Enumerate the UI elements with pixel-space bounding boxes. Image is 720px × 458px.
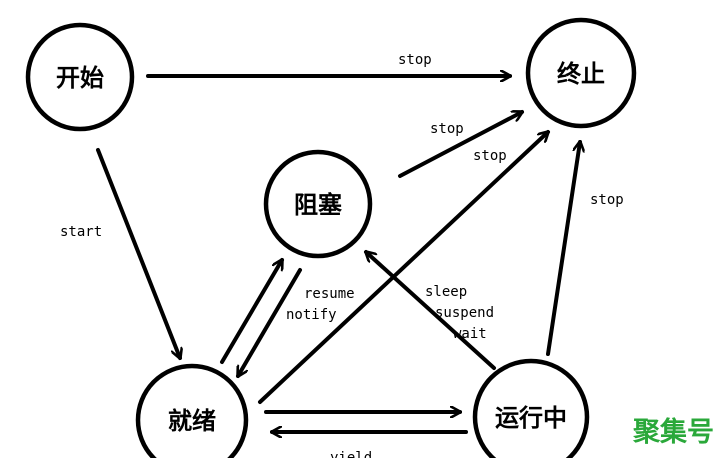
node-terminated-circle xyxy=(525,17,637,129)
edge-running-to-terminated xyxy=(546,142,580,356)
node-blocked-label: 阻塞 xyxy=(294,191,342,219)
label-yield: yield xyxy=(330,450,372,458)
node-terminated: 终止 xyxy=(525,17,637,129)
watermark-text: 聚集号 xyxy=(632,416,714,448)
edge-ready-to-blocked xyxy=(220,260,284,364)
label-running-to-terminated: stop xyxy=(590,192,624,208)
node-running-circle xyxy=(472,358,590,458)
label-notify: notify xyxy=(286,307,337,323)
node-running-label: 运行中 xyxy=(495,404,567,432)
edges-group xyxy=(96,76,580,432)
edge-ready-to-terminated xyxy=(258,132,548,404)
edge-running-to-blocked xyxy=(366,252,496,370)
label-start-to-ready: start xyxy=(60,224,102,240)
edge-labels: stop start stop stop stop resume notify … xyxy=(60,52,624,458)
node-blocked-circle xyxy=(263,149,373,259)
edge-start-to-ready xyxy=(96,148,180,358)
label-wait: wait xyxy=(453,326,487,342)
label-suspend: suspend xyxy=(435,305,494,321)
label-start-to-terminated: stop xyxy=(398,52,432,68)
edge-blocked-to-ready xyxy=(236,268,302,376)
node-blocked: 阻塞 xyxy=(263,149,373,259)
label-ready-to-terminated: stop xyxy=(473,148,507,164)
node-start: 开始 xyxy=(25,22,135,132)
node-ready-label: 就绪 xyxy=(168,407,216,435)
node-ready-circle xyxy=(135,363,249,458)
label-blocked-to-terminated: stop xyxy=(430,121,464,137)
edge-blocked-to-terminated xyxy=(398,110,522,178)
node-start-label: 开始 xyxy=(56,64,104,92)
label-sleep: sleep xyxy=(425,284,467,300)
node-terminated-label: 终止 xyxy=(557,60,605,88)
node-ready: 就绪 xyxy=(135,363,249,458)
node-running: 运行中 xyxy=(472,358,590,458)
node-start-circle xyxy=(25,22,135,132)
label-resume: resume xyxy=(304,286,355,302)
